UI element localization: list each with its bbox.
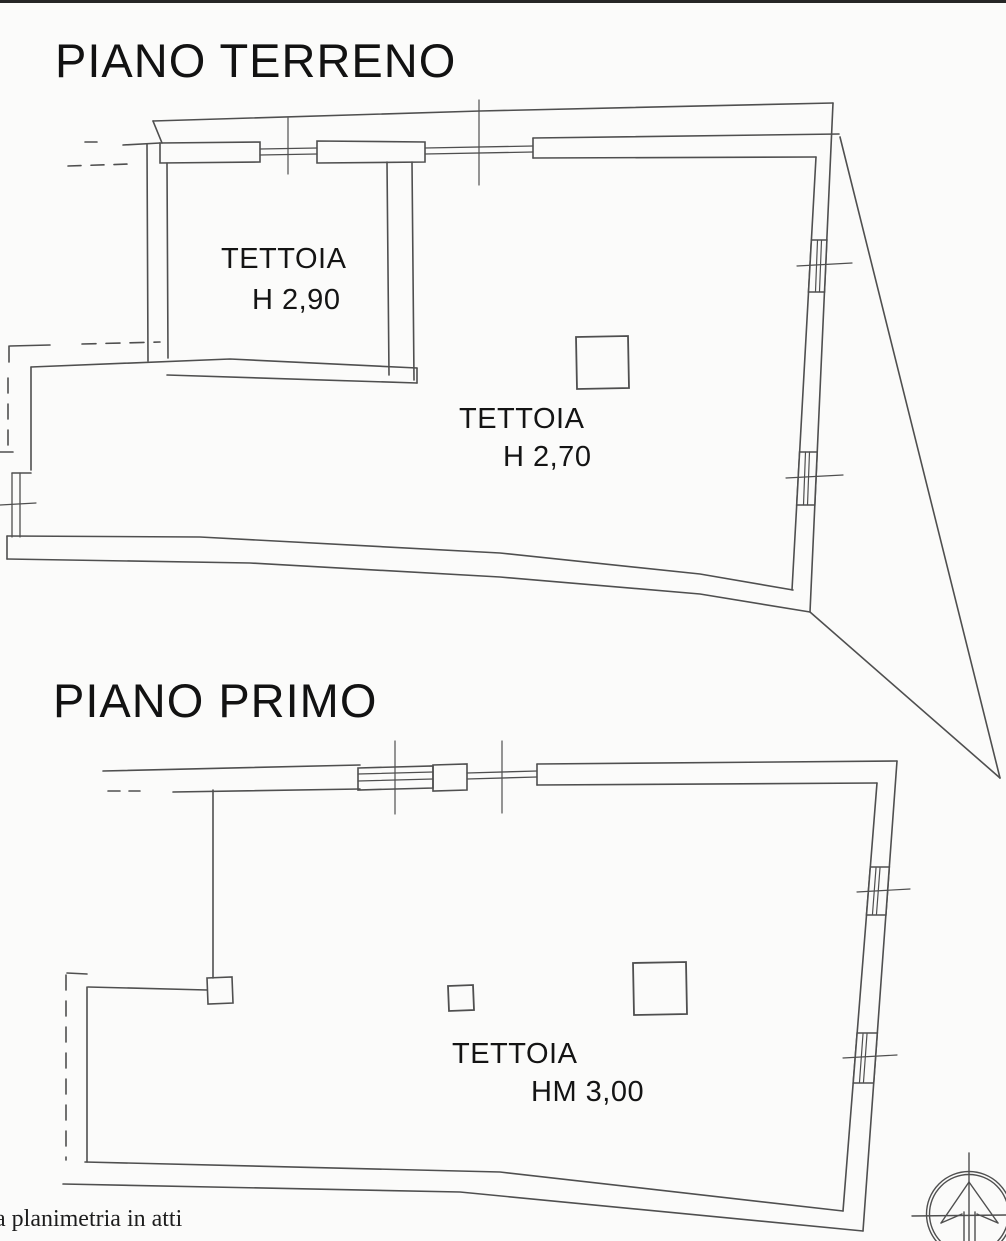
footer-annotation: a planimetria in atti — [0, 1206, 183, 1232]
north-arrow-icon — [911, 1152, 1006, 1241]
first-floor-plan — [62, 740, 911, 1232]
ground-floor-title: PIANO TERRENO — [55, 34, 457, 87]
ground-floor-room2-label: TETTOIA — [459, 403, 585, 435]
ground-floor-room1-label: TETTOIA — [221, 243, 347, 275]
ground-floor-plan — [0, 99, 1001, 779]
ground-floor-room1-height: H 2,90 — [252, 284, 341, 316]
first-floor-title: PIANO PRIMO — [53, 674, 378, 727]
first-floor-room1-label: TETTOIA — [452, 1038, 578, 1070]
ground-floor-room2-height: H 2,70 — [503, 441, 592, 473]
first-floor-room1-height: HM 3,00 — [531, 1076, 645, 1108]
page-top-border — [0, 0, 1006, 3]
